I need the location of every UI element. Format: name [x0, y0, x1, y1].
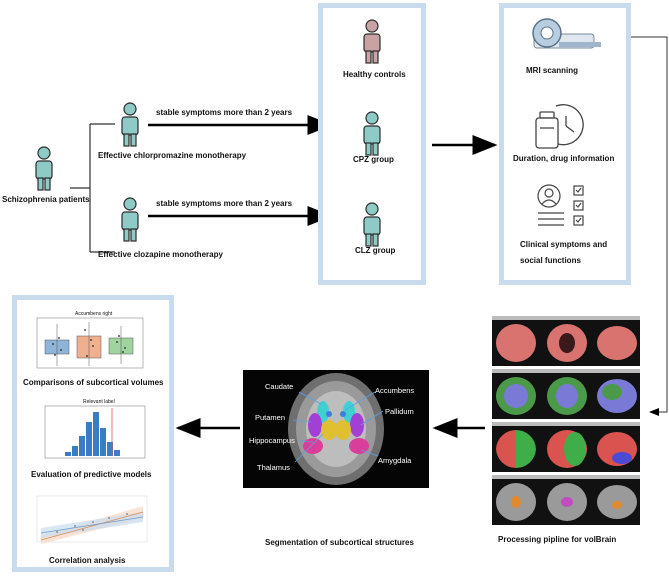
correlation-thumbnail [36, 495, 148, 544]
segmentation-caption: Segmentation of subcortical structures [265, 538, 414, 547]
clz-group-figure [363, 202, 381, 247]
cpz-group-label: CPZ group [353, 155, 394, 164]
boxplot-thumbnail [36, 317, 144, 369]
caudate-label: Caudate [265, 382, 294, 391]
clz-therapy-label: Effective clozapine monotherapy [98, 250, 223, 259]
volbrain-caption: Processing pipline for volBrain [498, 535, 617, 544]
cpz-arrow-label: stable symptoms more than 2 years [156, 108, 293, 117]
boxplot-title: Accumbens right [75, 311, 113, 317]
mri-scanner-icon [532, 18, 601, 49]
pallidum-label: Pallidum [385, 407, 414, 416]
patient-bracket [70, 123, 115, 253]
medicine-clock-icon [535, 104, 584, 149]
correlation-caption: Correlation analysis [49, 556, 126, 565]
mri-scanning-label: MRI scanning [526, 66, 579, 75]
cpz-group-figure [363, 111, 381, 156]
groups-panel: Healthy controls CPZ group CLZ group [318, 3, 426, 285]
histogram-caption: Evaluation of predictive models [31, 470, 152, 479]
data-collection-panel: MRI scanning Duration, drug information … [499, 3, 631, 285]
clz-group-label: CLZ group [355, 246, 396, 255]
putamen-label: Putamen [255, 413, 286, 422]
histogram-thumbnail [44, 405, 146, 459]
amygdala-label: Amygdala [378, 456, 412, 465]
healthy-controls-label: Healthy controls [343, 70, 406, 79]
clinical-checklist-icon [537, 184, 584, 226]
clinical-label-line1: Clinical symptoms and [520, 240, 608, 249]
clz-arrow-label: stable symptoms more than 2 years [156, 199, 293, 208]
clinical-label-line2: social functions [520, 256, 581, 265]
mri-to-volbrain-connector [608, 36, 668, 416]
boxplot-caption: Comparisons of subcortical volumes [23, 378, 164, 387]
healthy-control-figure [363, 19, 381, 64]
accumbens-label: Accumbens [375, 386, 415, 395]
thalamus-label: Thalamus [257, 463, 290, 472]
hippocampus-label: Hippocampus [249, 436, 295, 445]
duration-label: Duration, drug information [513, 154, 615, 163]
histogram-title: Relevant label [83, 399, 115, 405]
cpz-therapy-label: Effective chlorpromazine monotherapy [98, 151, 247, 160]
analysis-panel: Accumbens right Comparisons of subcortic… [12, 295, 174, 572]
segmentation-image: Caudate Putamen Hippocampus Thalamus Acc… [243, 370, 429, 488]
schizophrenia-patients-label: Schizophrenia patients [2, 195, 90, 204]
